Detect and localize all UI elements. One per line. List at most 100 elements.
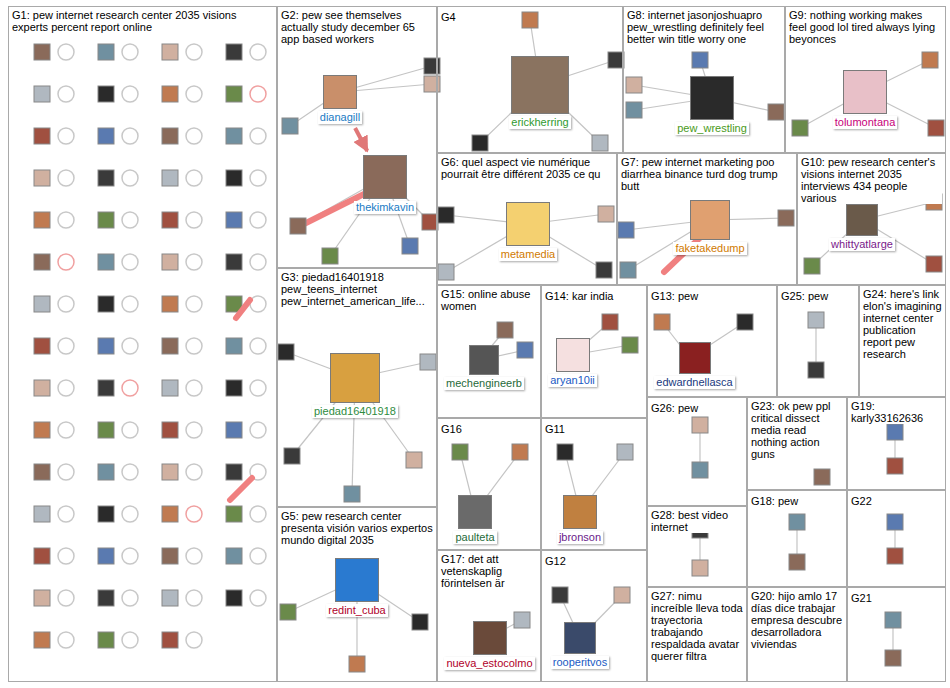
avatar-image [608,52,624,68]
avatar-image [278,344,294,360]
avatar-image [472,135,488,151]
self-loop [186,506,202,522]
avatar-image [98,86,114,102]
group-label: G6: quel aspect vie numérique pourrait ê… [441,156,613,180]
vertex: faketakedump [670,198,750,257]
avatar-image [162,506,178,522]
avatar-image [162,464,178,480]
avatar-image [226,86,242,102]
group-box: G19: karly33162636 [847,397,946,490]
self-loop [250,86,266,102]
avatar-image [692,417,708,433]
avatar-image [98,464,114,480]
avatar-image [226,506,242,522]
group-label: G25: pew [781,290,828,302]
avatar-image [768,104,784,120]
vertex-label: dianagill [318,111,362,124]
avatar-image [922,52,938,68]
group-label: G3: piedad16401918 pew_teens_internet pe… [281,271,433,307]
avatar-image [617,444,633,460]
self-loop [186,464,202,480]
vertex: piedad16401918 [309,351,401,420]
self-loop [250,128,266,144]
avatar-image [602,314,618,330]
vertex-label: pew_wrestling [675,122,749,135]
self-loop [250,212,266,228]
self-loop [186,212,202,228]
vertex-label: faketakedump [673,242,746,255]
avatar-image [596,262,612,278]
group-box: G23: ok pew ppl critical dissect media r… [747,397,847,490]
self-loop [250,338,266,354]
self-loop [122,590,138,606]
avatar-image [162,548,178,564]
self-loop [122,128,138,144]
self-loop [186,338,202,354]
avatar-image [808,312,824,328]
vertex: nueva_estocolmo [441,619,538,672]
avatar-image [162,296,178,312]
avatar-image [814,469,830,485]
self-loop [186,44,202,60]
avatar-image [792,120,808,136]
self-loop [122,44,138,60]
group-box: G6: quel aspect vie numérique pourrait ê… [437,153,617,285]
vertex: dianagill [315,73,366,126]
group-label: G21 [851,592,872,604]
avatar-image [280,604,296,620]
avatar-image [737,314,753,330]
avatar-image [34,170,50,186]
avatar-image [98,422,114,438]
vertex: paulteta [450,493,500,546]
vertex-label: piedad16401918 [312,405,398,418]
group-box: G4erickherring [437,6,623,153]
self-loop [58,380,74,396]
avatar-image [34,422,50,438]
vertex: metamedia [496,200,561,263]
avatar-image [887,514,903,530]
self-loop [186,548,202,564]
avatar-image [34,44,50,60]
self-loop [58,422,74,438]
group-box: G21 [847,587,946,682]
avatar-image [804,258,820,274]
group-box: G5: pew research center presenta visión … [277,507,437,682]
vertex: mechengineerb [441,343,527,392]
group-box: G22 [847,490,946,587]
self-loop [250,44,266,60]
self-loop [250,422,266,438]
self-loop [122,212,138,228]
avatar-image [34,506,50,522]
avatar-image [98,632,114,648]
self-loop [122,86,138,102]
self-loop [58,296,74,312]
avatar-image [98,338,114,354]
avatar-image [556,338,590,372]
group-box: G2: pew see themselves actually study de… [277,6,437,268]
avatar-image [626,77,642,93]
group-label: G9: nothing working makes feel good lol … [789,9,942,45]
group-box: G7: pew internet marketing poo diarrhea … [617,153,797,285]
group-box: G12rooperitvos [541,550,647,682]
avatar-image [885,650,901,666]
vertex: jbronson [554,493,607,546]
avatar-image [34,590,50,606]
avatar-image [34,128,50,144]
avatar-image [887,424,903,440]
avatar-image [162,338,178,354]
group-box: G1: pew internet research center 2035 vi… [8,6,277,682]
self-loop [250,506,266,522]
avatar-image [843,70,887,114]
self-loop [58,338,74,354]
group-label: G16 [441,423,462,435]
avatar-image [323,75,357,109]
avatar-image [34,212,50,228]
avatar-image [162,212,178,228]
avatar-image [162,170,178,186]
vertex-label: paulteta [453,531,496,544]
avatar-image [162,254,178,270]
group-label: G15: online abuse women [441,288,537,312]
group-label: G4 [441,11,456,23]
group-box: G14: kar indiaaryan10ii [541,285,647,418]
